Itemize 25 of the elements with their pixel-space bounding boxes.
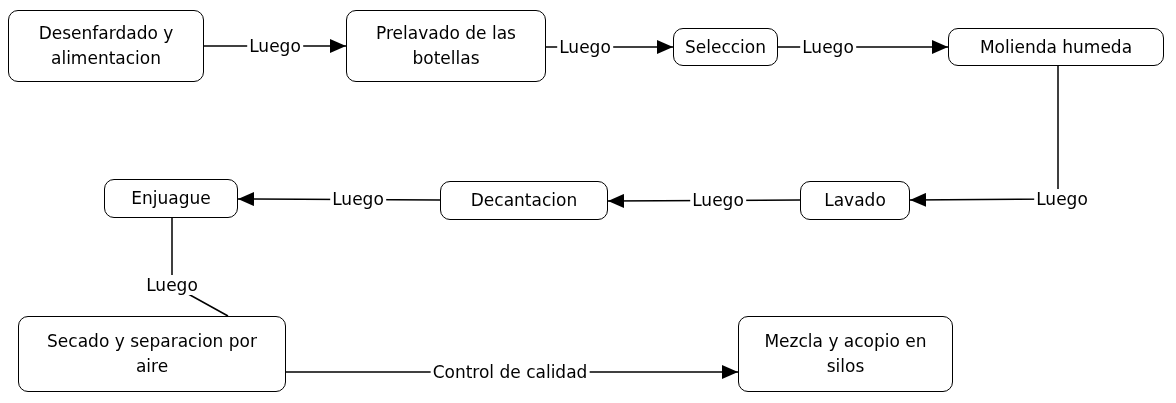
step-text: Desenfardado y alimentacion [37, 22, 175, 70]
edge-label: Luego [330, 189, 386, 209]
process-box [948, 28, 1164, 66]
edge-label: Luego [690, 190, 746, 210]
step-text: Lavado [824, 189, 886, 213]
edge-label: Luego [1034, 189, 1090, 209]
step-text: Mezcla y acopio en silos [763, 330, 928, 378]
step-text: Enjuague [131, 187, 211, 211]
edge-label: Luego [144, 275, 200, 295]
step-text: Seleccion [685, 35, 766, 59]
step-text: Decantacion [470, 189, 578, 213]
process-box [440, 181, 608, 220]
step-text: Secado y separacion por aire [46, 330, 258, 378]
edge-label: Luego [557, 37, 613, 57]
process-box [800, 181, 910, 220]
step-text: Molienda humeda [979, 35, 1133, 59]
edge-label: Luego [247, 36, 303, 56]
process-box [104, 179, 238, 218]
edge-label: Luego [800, 37, 856, 57]
process-box [346, 10, 546, 82]
process-box [8, 10, 204, 82]
process-box [673, 28, 778, 66]
process-box [18, 316, 286, 392]
process-box [738, 316, 953, 392]
step-text: Prelavado de las botellas [375, 22, 517, 70]
